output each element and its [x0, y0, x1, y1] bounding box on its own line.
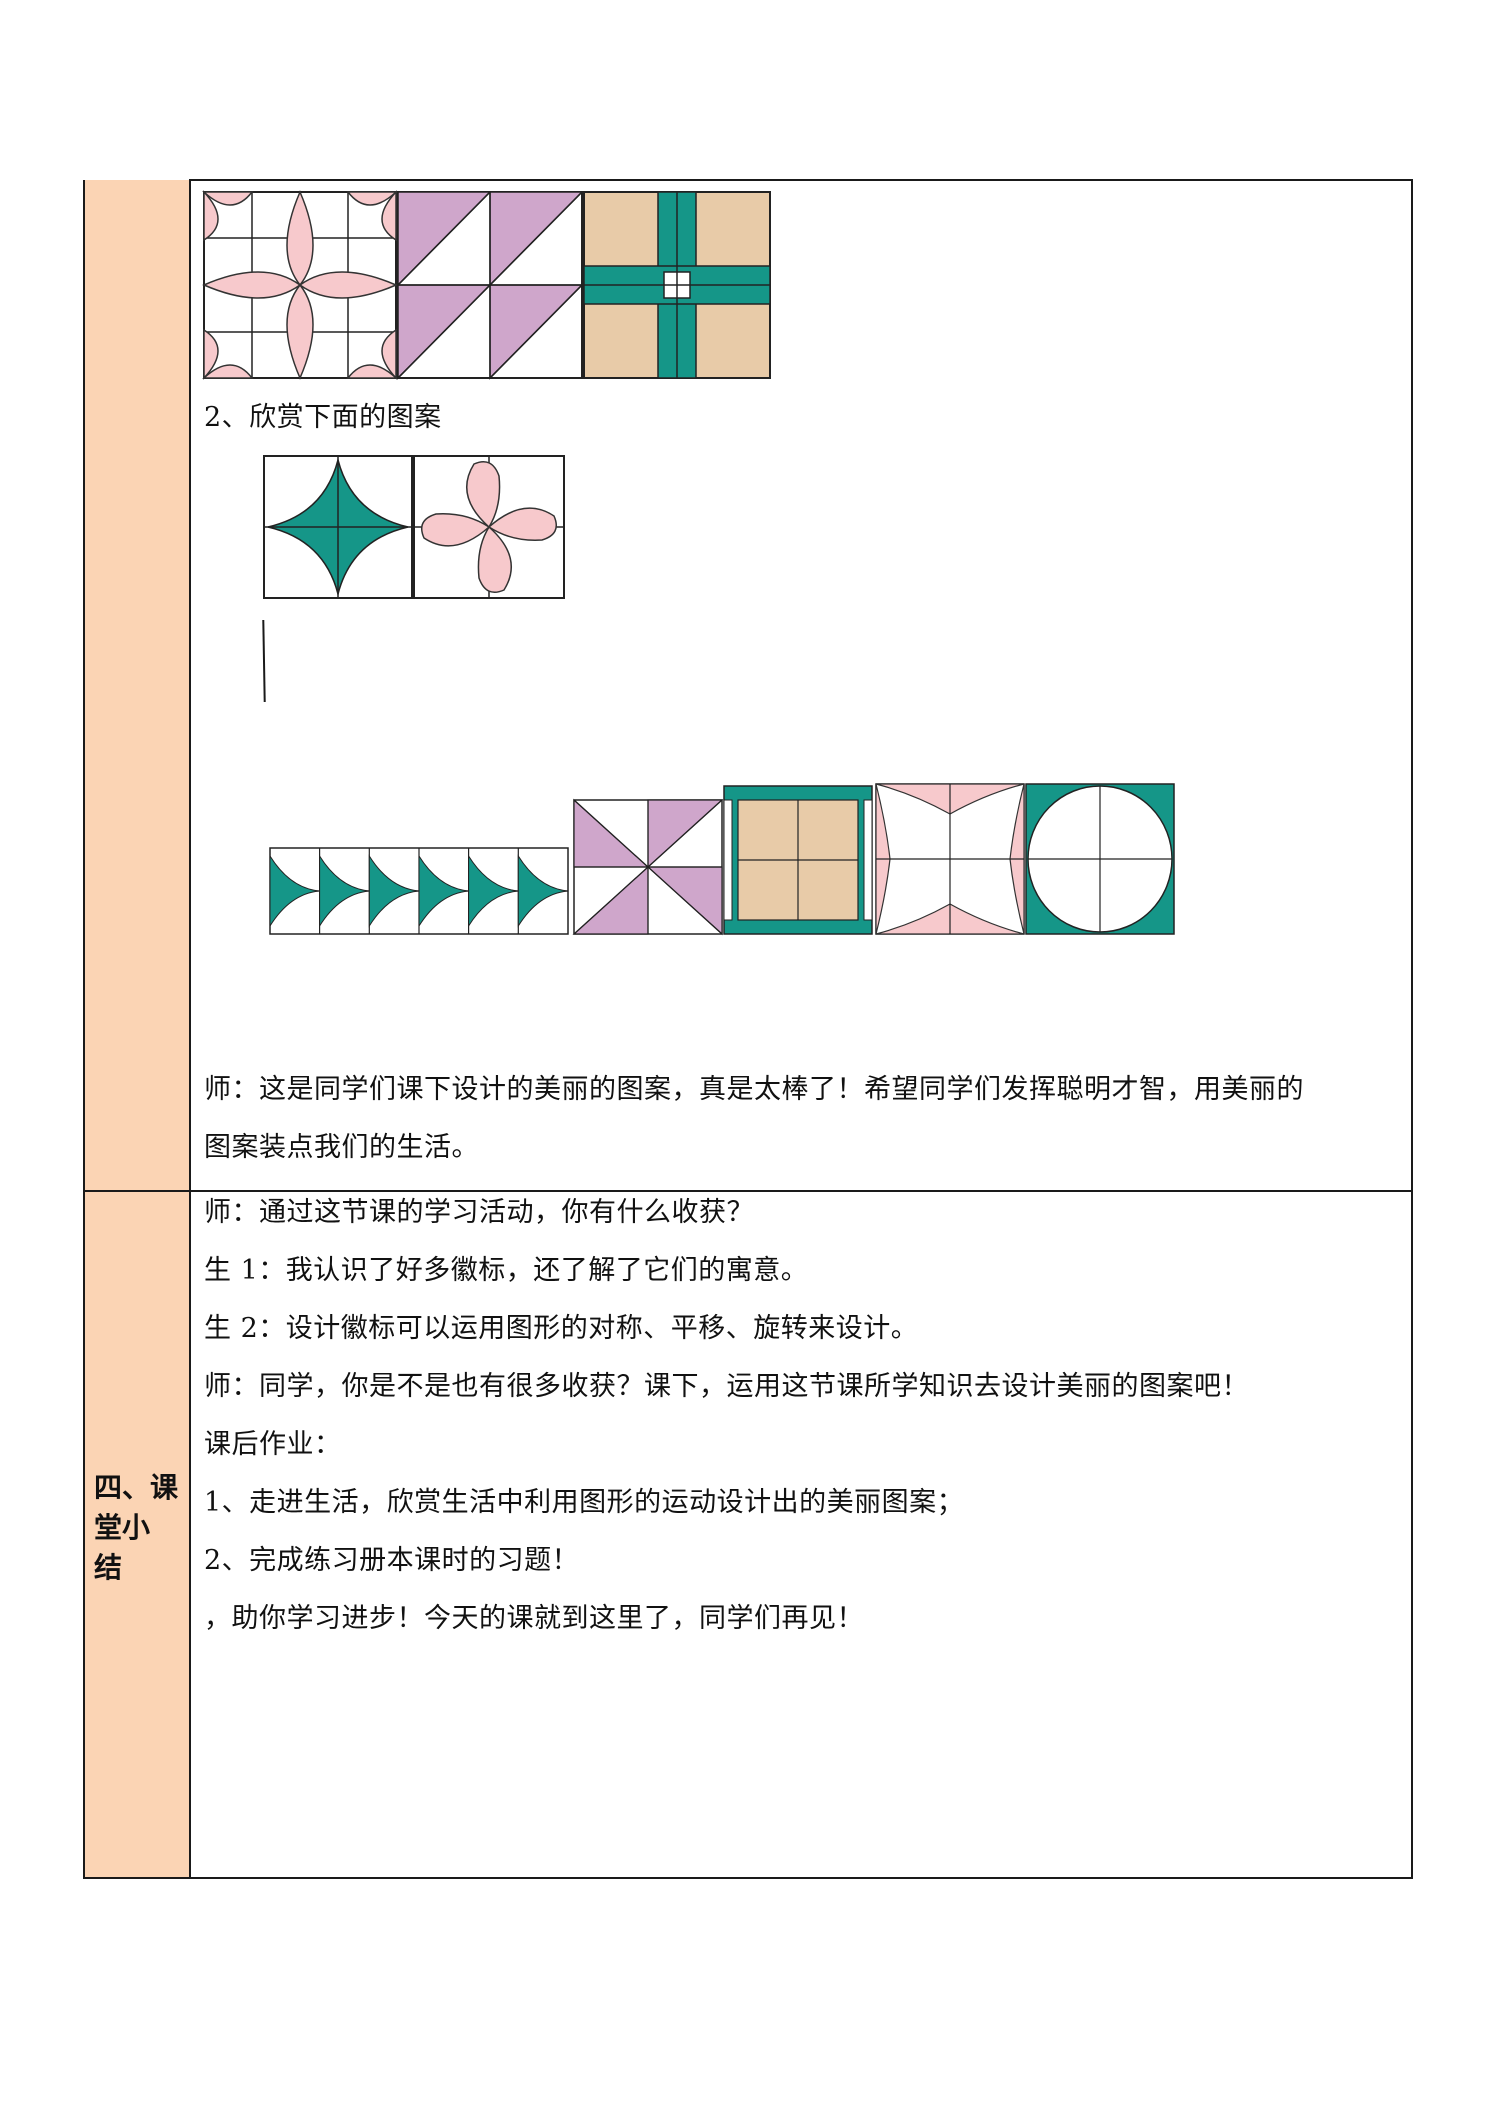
section-label-cell-summary — [84, 1190, 189, 1878]
pattern-pink-petal-grid — [202, 190, 398, 380]
summary-line: 课后作业： — [204, 1429, 342, 1460]
summary-line: 师：同学，你是不是也有很多收获？课下，运用这节课所学知识去设计美丽的图案吧！ — [204, 1371, 1249, 1402]
pattern-teal-frame — [723, 785, 873, 935]
table-column-divider — [189, 180, 191, 1879]
pattern-teal-circle — [1025, 783, 1175, 935]
pattern-pink-curved-frame — [875, 783, 1025, 935]
summary-line: 2、完成练习册本课时的习题！ — [204, 1545, 580, 1576]
heading-appreciate-patterns: 2、欣赏下面的图案 — [204, 402, 442, 433]
summary-line: ，助你学习进步！今天的课就到这里了，同学们再见！ — [204, 1603, 864, 1634]
pattern-teal-cross — [583, 191, 771, 379]
summary-line: 1、走进生活，欣赏生活中利用图形的运动设计出的美丽图案； — [204, 1487, 965, 1518]
pattern-lilac-pinwheel — [572, 798, 724, 936]
table-top-border — [189, 179, 1413, 181]
table-row-divider — [83, 1190, 1413, 1192]
section-label-cell-top — [84, 180, 189, 1190]
table-left-border — [83, 180, 85, 1879]
summary-line: 师：通过这节课的学习活动，你有什么收获？ — [204, 1197, 754, 1228]
teacher-remark-line-2: 图案装点我们的生活。 — [204, 1132, 479, 1163]
summary-line: 生 1：我认识了好多徽标，还了解了它们的寓意。 — [204, 1255, 809, 1286]
pattern-teal-star — [263, 455, 413, 599]
stray-vertical-mark — [262, 619, 266, 703]
pattern-pink-flower — [413, 455, 565, 599]
teacher-remark-line-1: 师：这是同学们课下设计的美丽的图案，真是太棒了！希望同学们发挥聪明才智，用美丽的 — [204, 1074, 1304, 1105]
pattern-lilac-triangles — [397, 191, 584, 380]
section-label-summary: 四、课 堂小 结 — [94, 1471, 179, 1584]
pattern-teal-arrow-strip — [269, 847, 569, 935]
summary-line: 生 2：设计徽标可以运用图形的对称、平移、旋转来设计。 — [204, 1313, 919, 1344]
table-bottom-border — [83, 1877, 1413, 1879]
table-right-border — [1411, 180, 1413, 1879]
